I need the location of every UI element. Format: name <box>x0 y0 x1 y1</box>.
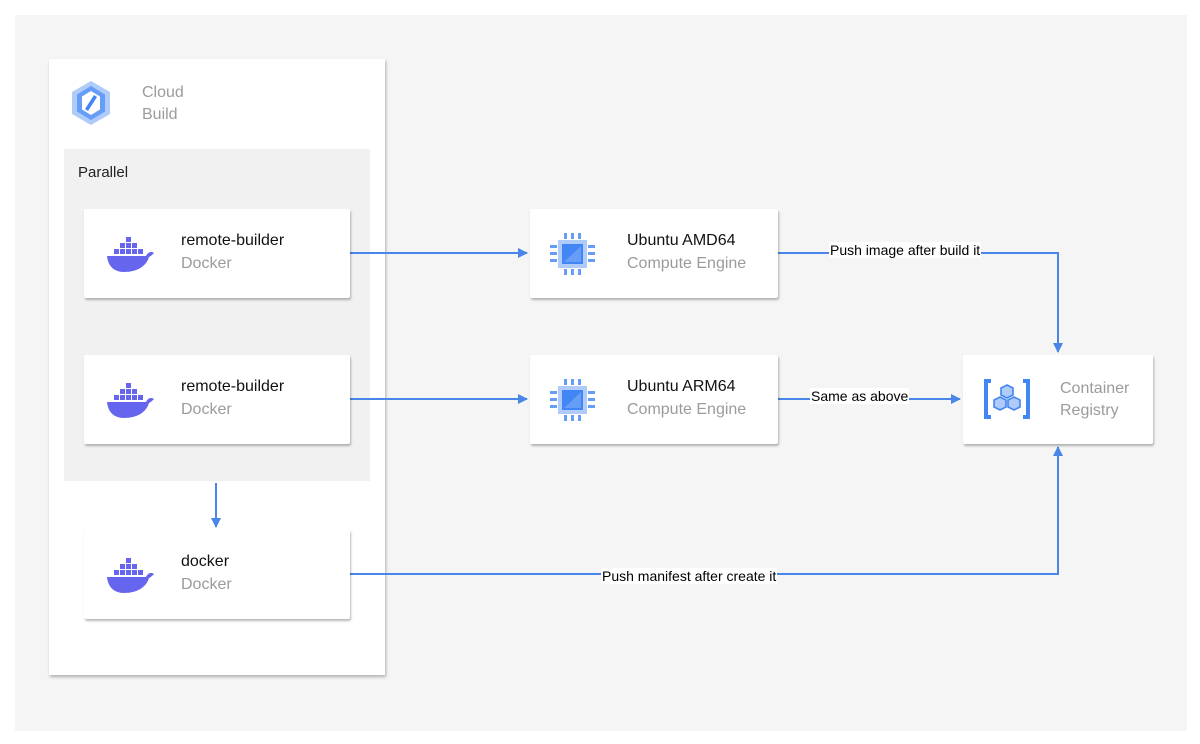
edge-label-same-as-above: Same as above <box>810 388 910 404</box>
node-subtitle: Compute Engine <box>627 255 747 272</box>
node-title: remote-builder <box>181 378 285 395</box>
node-subtitle: Docker <box>181 401 232 418</box>
node-remote-builder-2[interactable]: remote-builder Docker <box>84 355 350 444</box>
parallel-label: Parallel <box>78 164 129 181</box>
node-remote-builder-1[interactable]: remote-builder Docker <box>84 209 350 298</box>
node-title: remote-builder <box>181 232 285 249</box>
node-container-registry[interactable]: Container Registry <box>963 355 1153 444</box>
compute-engine-icon <box>550 379 595 421</box>
edge-docker-to-registry <box>350 446 1063 575</box>
docker-icon <box>107 383 154 418</box>
node-subtitle: Compute Engine <box>627 401 747 418</box>
docker-icon <box>107 558 154 593</box>
node-title: Ubuntu ARM64 <box>627 378 736 395</box>
compute-engine-icon <box>550 233 595 275</box>
edge-label-push-manifest: Push manifest after create it <box>601 568 778 584</box>
edge-label-push-image: Push image after build it <box>829 242 982 258</box>
node-subtitle: Docker <box>181 255 232 272</box>
node-title: Ubuntu AMD64 <box>627 232 736 249</box>
docker-icon <box>107 237 154 272</box>
node-ubuntu-amd64[interactable]: Ubuntu AMD64 Compute Engine <box>530 209 778 298</box>
cloud-build-icon <box>72 81 110 125</box>
node-docker[interactable]: docker Docker <box>84 530 350 619</box>
node-title: Container Registry <box>1060 380 1130 419</box>
node-ubuntu-arm64[interactable]: Ubuntu ARM64 Compute Engine <box>530 355 778 444</box>
node-subtitle: Docker <box>181 576 232 593</box>
cloud-build-title: Cloud Build <box>142 84 184 123</box>
node-title: docker <box>181 553 230 570</box>
edge-amd64-to-registry <box>778 252 1063 353</box>
container-registry-icon <box>984 379 1030 419</box>
